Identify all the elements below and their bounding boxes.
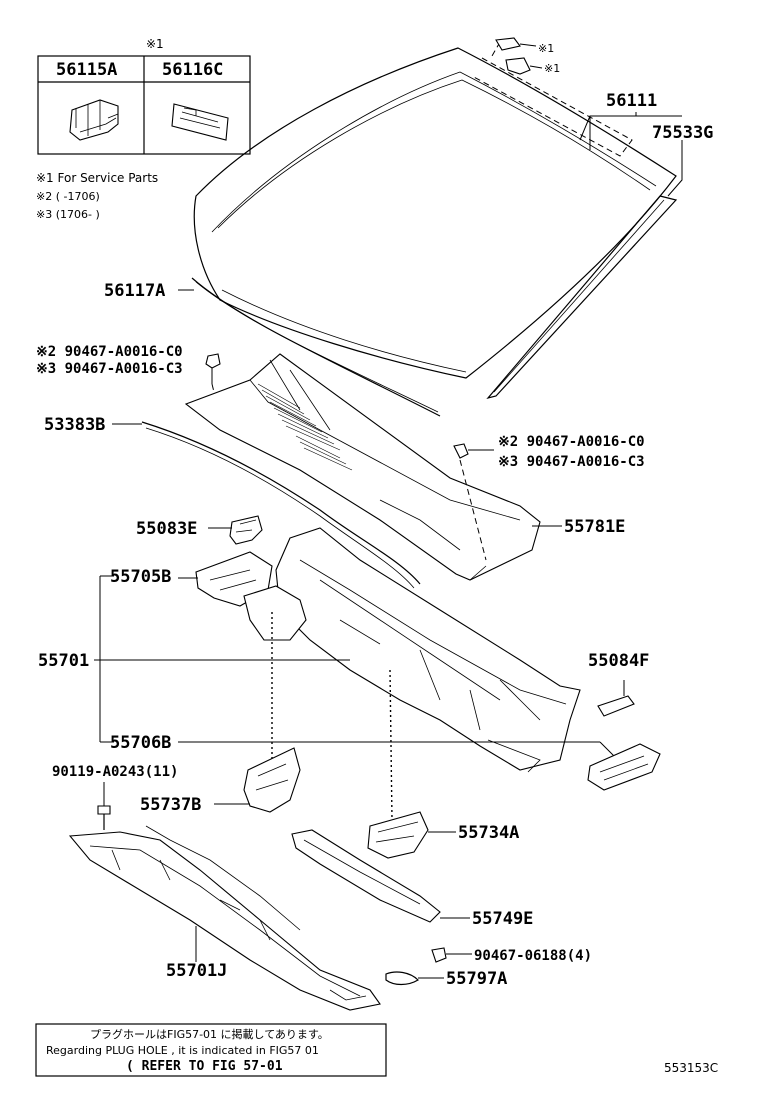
clip-left [205, 353, 221, 369]
callout-55705B: 55705B [110, 567, 171, 587]
reference-line-en: Regarding PLUG HOLE , it is indicated in… [46, 1044, 319, 1057]
callout-56117A: 56117A [104, 281, 165, 301]
service-part-1 [495, 37, 521, 51]
callout-clipR2: ※2 90467-A0016-C0 [498, 434, 645, 450]
callout-55781E: 55781E [564, 517, 625, 537]
note-2: ※2 ( -1706) [36, 190, 100, 203]
callout-55701: 55701 [38, 651, 89, 671]
callout-55749E: 55749E [472, 909, 533, 929]
callout-55706B: 55706B [110, 733, 171, 753]
lower-panel-55701J: 55701J [68, 825, 381, 1011]
part-55084F: 55084F [588, 651, 649, 717]
callout-marker1a: ※1 [538, 42, 554, 55]
windshield-glass [193, 47, 677, 379]
clip-right [453, 443, 469, 459]
inset-part-56115A [69, 99, 119, 141]
inset-box: ※1 56115A 56116C [37, 37, 251, 155]
part-55797A: 55797A [385, 969, 507, 989]
cowl-top-55781E: 55781E [184, 353, 625, 581]
bracket-55706B [587, 743, 661, 791]
note-1: ※1 For Service Parts [36, 171, 158, 185]
service-part-2 [505, 57, 531, 75]
clip-left-group: ※2 90467-A0016-C0 ※3 90467-A0016-C3 [36, 344, 221, 409]
figure-code: 553153C [664, 1061, 718, 1075]
top-service-parts: ※1 ※1 [495, 37, 560, 75]
weatherstrip-56117A: 56117A [104, 277, 441, 417]
note-3: ※3 (1706- ) [36, 208, 100, 221]
part-55749E: 55749E [291, 829, 533, 929]
reference-fig: ( REFER TO FIG 57-01 [126, 1059, 283, 1074]
clip-right-group: ※2 90467-A0016-C0 ※3 90467-A0016-C3 [453, 434, 645, 561]
callout-55084F: 55084F [588, 651, 649, 671]
moulding-75533G: 75533G [486, 123, 713, 400]
callout-56111: 56111 [606, 91, 657, 111]
notes: ※1 For Service Parts ※2 ( -1706) ※3 (170… [36, 171, 158, 221]
callout-clipL2: ※2 90467-A0016-C0 [36, 344, 183, 360]
bolt-90119: 90119-A0243(11) [52, 764, 178, 830]
callout-55083E: 55083E [136, 519, 197, 539]
callout-90119: 90119-A0243(11) [52, 764, 178, 780]
part-55737B: 55737B [140, 747, 301, 815]
inset-marker: ※1 [146, 37, 164, 51]
callout-53383B: 53383B [44, 415, 105, 435]
callout-56111-group: 56111 [579, 91, 682, 150]
inset-part-56116C [171, 103, 229, 141]
inset-header-56116C: 56116C [162, 60, 223, 80]
part-55734A: 55734A [367, 811, 519, 859]
reference-box: プラグホールはFIG57-01 に掲載してあります。 Regarding PLU… [35, 1023, 387, 1077]
callout-marker1b: ※1 [544, 62, 560, 75]
seal-53383B: 53383B [44, 415, 421, 589]
group-bracket-lines: 55705B 55701 55706B [38, 567, 617, 759]
callout-clipL3: ※3 90467-A0016-C3 [36, 361, 183, 377]
callout-55737B: 55737B [140, 795, 201, 815]
callout-clipR3: ※3 90467-A0016-C3 [498, 454, 645, 470]
inset-header-56115A: 56115A [56, 60, 117, 80]
bracket-55083E: 55083E [136, 515, 263, 545]
callout-55701J: 55701J [166, 961, 227, 981]
clip-90467-06188: 90467-06188(4) [431, 947, 592, 964]
reference-line-jp: プラグホールはFIG57-01 に掲載してあります。 [90, 1027, 329, 1041]
callout-55734A: 55734A [458, 823, 519, 843]
callout-75533G: 75533G [652, 123, 713, 143]
callout-90467-06188: 90467-06188(4) [474, 948, 592, 964]
callout-55797A: 55797A [446, 969, 507, 989]
dash-panel-55701 [195, 527, 581, 773]
alignment-lines [271, 612, 393, 821]
